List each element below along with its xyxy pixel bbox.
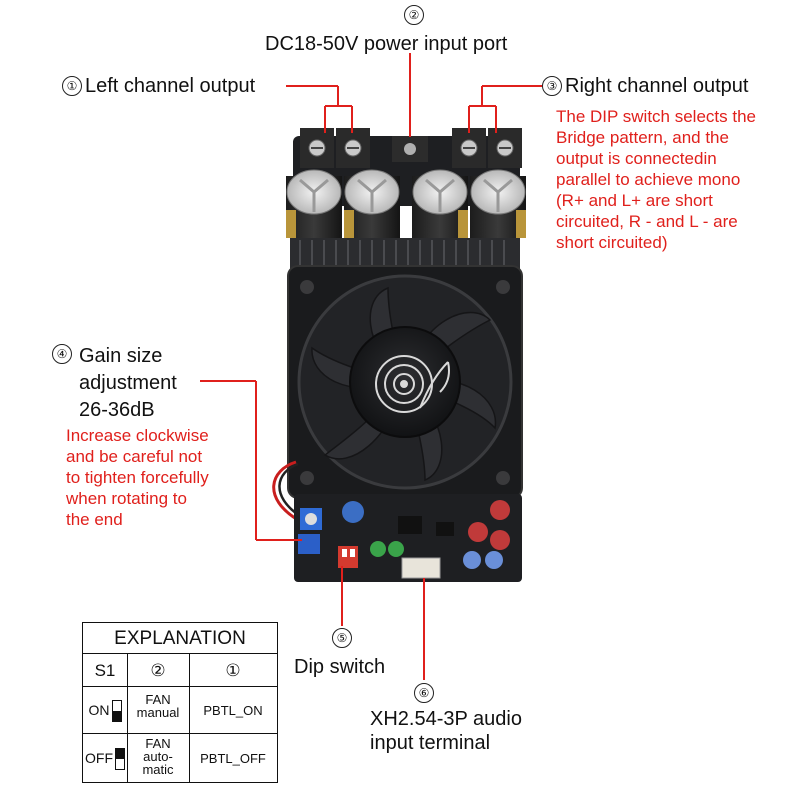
table-row-off-pbtl: PBTL_OFF: [200, 751, 266, 766]
switch-state-label: ON: [88, 702, 110, 718]
note-line: parallel to achieve mono: [556, 170, 741, 189]
audio-line: XH2.54-3P audio: [370, 708, 522, 730]
table-divider: [83, 686, 277, 687]
left-channel-terminal: [300, 128, 370, 168]
note-line: (R+ and L+ are short: [556, 191, 713, 210]
label-right-channel-text: Right channel output: [565, 75, 749, 97]
fan-line: auto-: [143, 749, 173, 764]
leader-left-channel: [286, 85, 353, 133]
gain-note: Increase clockwise and be careful not to…: [66, 425, 209, 530]
note-line: circuited, R - and L - are: [556, 212, 738, 231]
leader-right-channel: [468, 85, 542, 133]
note-line: to tighten forcefully: [66, 468, 209, 487]
right-channel-terminal: [452, 128, 522, 168]
note-line: and be careful not: [66, 447, 203, 466]
note-line: output is connectedin: [556, 149, 717, 168]
table-title: EXPLANATION: [83, 623, 277, 654]
bottom-pcb: [294, 494, 522, 582]
note-line: The DIP switch selects the: [556, 107, 756, 126]
switch-off-icon: [115, 748, 125, 771]
label-6-number: ⑥: [414, 683, 437, 704]
fan-line: manual: [136, 705, 180, 720]
table-divider: [127, 654, 128, 782]
label-2-number: ②: [404, 5, 427, 26]
gain-line: 26-36dB: [79, 399, 155, 421]
fan-wire: [272, 460, 299, 522]
label-5-number: ⑤: [332, 628, 355, 649]
note-line: when rotating to: [66, 489, 187, 508]
note-line: Increase clockwise: [66, 426, 209, 445]
note-line: the end: [66, 510, 123, 529]
table-row-off-state: OFF: [83, 735, 127, 782]
table-row-on-fan: FAN manual: [127, 693, 189, 733]
power-input-terminal: [392, 136, 428, 162]
table-row-off-fan: FAN auto- matic: [127, 737, 189, 781]
table-row-on-state: ON: [83, 688, 127, 733]
label-4-number: ④: [52, 344, 75, 365]
right-channel-note: The DIP switch selects the Bridge patter…: [556, 106, 756, 253]
label-audio-input: XH2.54-3P audio input terminal: [370, 707, 522, 755]
table-head-1: ①: [225, 661, 241, 680]
label-gain-adjustment: Gain size adjustment 26-36dB: [79, 344, 177, 422]
label-1-number: ①: [62, 76, 82, 96]
note-line: Bridge pattern, and the: [556, 128, 729, 147]
capacitors: [286, 169, 526, 238]
table-divider: [189, 654, 190, 782]
table-divider: [83, 733, 277, 734]
explanation-table: EXPLANATION S1 ② ① ON FAN manual PBTL_ON…: [82, 622, 278, 783]
switch-on-icon: [111, 700, 122, 723]
cooling-fan: [287, 265, 523, 499]
note-line: short circuited): [556, 233, 668, 252]
label-left-channel-text: Left channel output: [85, 75, 256, 97]
table-row-on-pbtl: PBTL_ON: [203, 703, 263, 718]
fan-line: FAN: [145, 692, 171, 707]
fan-line: FAN: [145, 736, 171, 751]
table-head-2: ②: [150, 661, 166, 680]
leader-gain: [200, 380, 302, 541]
gain-line: Gain size: [79, 345, 163, 367]
label-power-input: DC18-50V power input port: [265, 33, 508, 55]
audio-line: input terminal: [370, 732, 491, 754]
audio-input-connector: [401, 557, 441, 579]
fan-line: matic: [142, 762, 174, 777]
table-head-s1: S1: [94, 661, 116, 680]
switch-state-label: OFF: [85, 750, 113, 766]
label-3-number: ③: [542, 76, 562, 96]
label-dip-switch: Dip switch: [294, 656, 386, 678]
gain-line: adjustment: [79, 372, 177, 394]
